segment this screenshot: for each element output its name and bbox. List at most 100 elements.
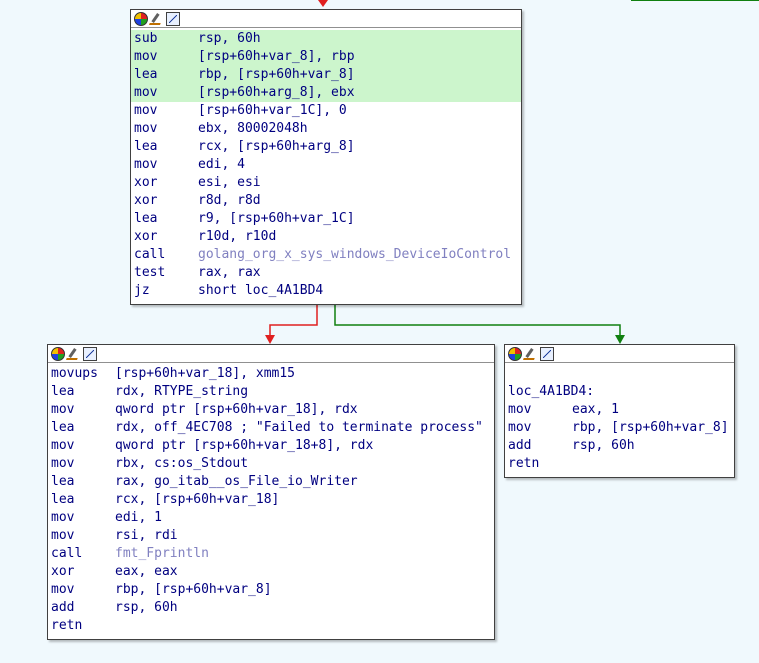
- mnemonic: add: [508, 438, 532, 453]
- instruction-line[interactable]: mov rbp, [rsp+60h+var_8]: [505, 419, 734, 437]
- operands: [rsp+60h+arg_8], ebx: [198, 85, 355, 100]
- edge-true-branch[interactable]: [334, 305, 621, 337]
- instruction-line[interactable]: mov rbx, cs:os_Stdout: [48, 455, 494, 473]
- mnemonic: mov: [51, 438, 75, 453]
- instruction-line[interactable]: lea rcx, [rsp+60h+var_18]: [48, 491, 494, 509]
- instruction-line[interactable]: xor r10d, r10d: [131, 228, 521, 246]
- mnemonic: lea: [134, 211, 158, 226]
- color-icon[interactable]: [51, 346, 65, 361]
- mnemonic: call: [51, 546, 83, 561]
- mnemonic: sub: [134, 31, 158, 46]
- operands: rbp, [rsp+60h+var_8]: [572, 420, 729, 435]
- color-icon[interactable]: [508, 346, 522, 361]
- mnemonic: lea: [51, 474, 75, 489]
- mnemonic: lea: [51, 420, 75, 435]
- instruction-line[interactable]: mov[rsp+60h+var_1C], 0: [131, 102, 521, 120]
- operands: rbx, cs:os_Stdout: [115, 456, 249, 471]
- instruction-line[interactable]: jz short loc_4A1BD4: [131, 282, 521, 300]
- instruction-line[interactable]: retn: [505, 455, 734, 473]
- operands: rbp, [rsp+60h+var_8]: [115, 582, 272, 597]
- instruction-line[interactable]: mov eax, 1: [505, 401, 734, 419]
- mnemonic: mov: [51, 528, 75, 543]
- call-target[interactable]: fmt_Fprintln: [115, 546, 209, 561]
- operands: rcx, [rsp+60h+var_18]: [115, 492, 280, 507]
- operands: [rsp+60h+var_18], xmm15: [115, 366, 296, 381]
- mnemonic: xor: [134, 193, 158, 208]
- code-label[interactable]: loc_4A1BD4:: [505, 383, 734, 401]
- edge-false-branch[interactable]: [269, 305, 318, 337]
- mnemonic: mov: [134, 157, 158, 172]
- operands: rsp, 60h: [115, 600, 178, 615]
- mnemonic: movups: [51, 366, 98, 381]
- mnemonic: test: [134, 265, 166, 280]
- instruction-line[interactable]: call fmt_Fprintln: [48, 545, 494, 563]
- graph-icon[interactable]: [540, 346, 554, 361]
- operands: qword ptr [rsp+60h+var_18+8], rdx: [115, 438, 374, 453]
- graph-icon[interactable]: [83, 346, 97, 361]
- call-target[interactable]: golang_org_x_sys_windows_DeviceIoControl: [198, 247, 512, 262]
- rename-icon[interactable]: [524, 346, 538, 361]
- instruction-line[interactable]: sub rsp, 60h: [131, 30, 521, 48]
- mnemonic: mov: [134, 103, 158, 118]
- mnemonic: lea: [51, 492, 75, 507]
- basic-block-loc-4a1bd4[interactable]: loc_4A1BD4: mov eax, 1 mov rbp, [rsp+60h+va…: [504, 344, 735, 478]
- instruction-line[interactable]: movups [rsp+60h+var_18], xmm15: [48, 365, 494, 383]
- graph-icon[interactable]: [166, 11, 180, 26]
- instruction-line[interactable]: xor eax, eax: [48, 563, 494, 581]
- edge-true-arrow: [615, 335, 625, 344]
- mnemonic: jz: [134, 283, 150, 298]
- mnemonic: mov: [51, 402, 75, 417]
- block-titlebar: [48, 345, 494, 363]
- operands: eax, eax: [115, 564, 178, 579]
- instruction-line[interactable]: xor esi, esi: [131, 174, 521, 192]
- instruction-line[interactable]: mov ebx, 80002048h: [131, 120, 521, 138]
- mnemonic: xor: [134, 229, 158, 244]
- mnemonic: mov: [508, 420, 532, 435]
- mnemonic: mov: [51, 456, 75, 471]
- operands: ebx, 80002048h: [198, 121, 308, 136]
- mnemonic: lea: [134, 139, 158, 154]
- color-icon[interactable]: [134, 11, 148, 26]
- mnemonic: mov: [134, 121, 158, 136]
- label-text[interactable]: loc_4A1BD4:: [508, 384, 595, 399]
- operands: short loc_4A1BD4: [198, 283, 324, 298]
- mnemonic: mov: [134, 49, 158, 64]
- instruction-line[interactable]: retn: [48, 617, 494, 635]
- incoming-edge-arrow: [318, 0, 328, 7]
- instruction-line[interactable]: mov qword ptr [rsp+60h+var_18+8], rdx: [48, 437, 494, 455]
- mnemonic: xor: [51, 564, 75, 579]
- operands: eax, 1: [572, 402, 619, 417]
- operands: r10d, r10d: [198, 229, 277, 244]
- mnemonic: lea: [134, 67, 158, 82]
- operands: rsp, 60h: [198, 31, 261, 46]
- mnemonic: xor: [134, 175, 158, 190]
- mnemonic: mov: [508, 402, 532, 417]
- rename-icon[interactable]: [67, 346, 81, 361]
- mnemonic: mov: [134, 85, 158, 100]
- instruction-line[interactable]: mov [rsp+60h+arg_8], ebx: [131, 84, 521, 102]
- instruction-line[interactable]: add rsp, 60h: [48, 599, 494, 617]
- instruction-line[interactable]: mov[rsp+60h+var_8], rbp: [131, 48, 521, 66]
- mnemonic: add: [51, 600, 75, 615]
- rename-icon[interactable]: [150, 11, 164, 26]
- operands: esi, esi: [198, 175, 261, 190]
